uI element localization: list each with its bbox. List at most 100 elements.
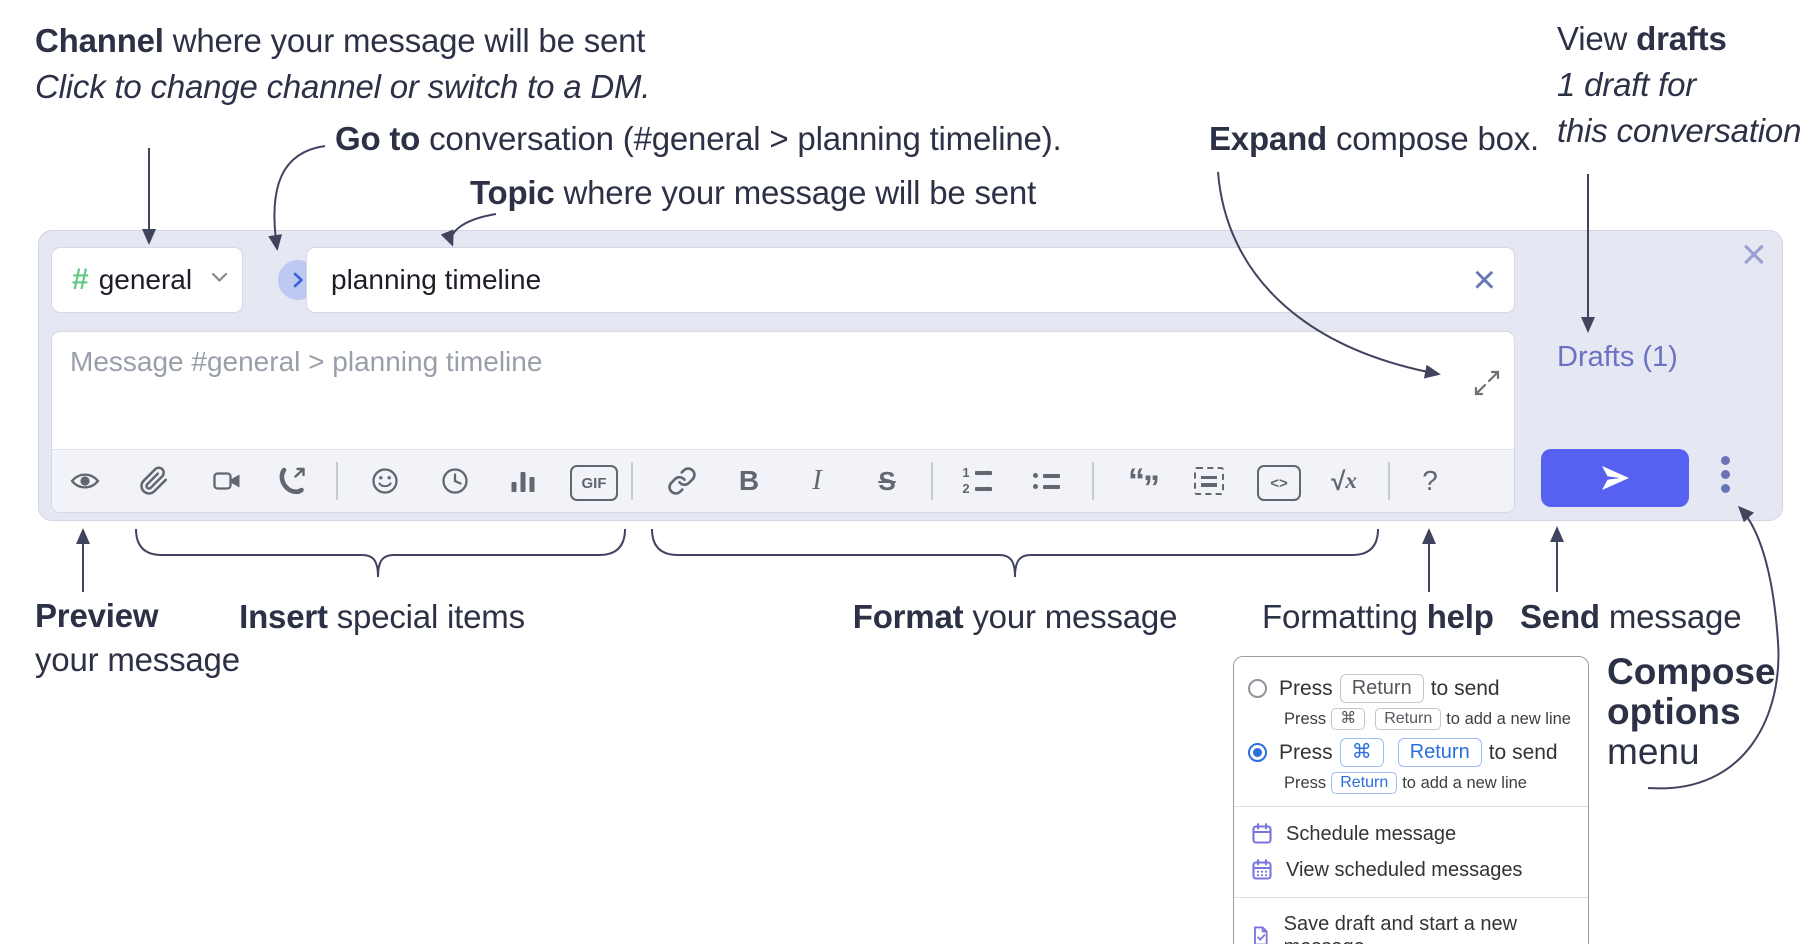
menu-item-label: Schedule message [1286, 822, 1457, 845]
annotation-insert-keyword: Insert [239, 598, 328, 635]
annotation-goto: Go to conversation (#general > planning … [335, 116, 1062, 162]
draft-check-icon [1254, 926, 1268, 944]
poll-button[interactable] [508, 466, 538, 496]
expand-compose-icon[interactable] [1472, 368, 1502, 403]
annotation-drafts-keyword: drafts [1636, 20, 1727, 57]
italic-button[interactable]: I [802, 465, 832, 496]
menu-item-label: Save draft and start a new message [1283, 913, 1518, 944]
bold-button[interactable]: B [734, 465, 764, 496]
code-icon: <> [1270, 474, 1288, 492]
smiley-icon [372, 468, 398, 494]
annotation-send: Send message [1520, 594, 1742, 640]
attach-file-button[interactable] [139, 466, 169, 496]
annotation-goto-text: conversation (#general > planning timeli… [420, 120, 1062, 157]
topic-input[interactable] [329, 263, 1469, 297]
voice-call-button[interactable] [277, 466, 307, 496]
clear-topic-icon[interactable]: × [1472, 258, 1496, 302]
send-button[interactable] [1541, 449, 1689, 507]
brace-insert [135, 528, 626, 578]
annotation-help-pre: Formatting [1262, 598, 1427, 635]
kbd-return: Return [1397, 738, 1482, 767]
kbd-return: Return [1339, 674, 1424, 703]
annotation-format-text: your message [963, 598, 1178, 635]
menu-item-view-scheduled[interactable]: View scheduled messages [1234, 852, 1588, 888]
preview-button[interactable] [70, 466, 100, 496]
annotation-drafts-line3: this conversation [1557, 112, 1802, 149]
message-textarea[interactable] [52, 332, 1460, 438]
math-icon: √ [1331, 465, 1346, 496]
send-option-cmd-return: Press ⌘ Return to send Press Return to a… [1234, 733, 1588, 797]
annotation-channel-line2: Click to change channel or switch to a D… [35, 68, 651, 105]
kbd-cmd: ⌘ [1331, 708, 1366, 730]
drafts-link[interactable]: Drafts (1) [1557, 341, 1678, 373]
menu-item-save-draft[interactable]: Save draft and start a new message [1234, 907, 1588, 944]
toolbar-divider [336, 462, 338, 500]
video-camera-icon [213, 472, 240, 490]
annotation-channel-keyword: Channel [35, 22, 164, 59]
close-compose-icon[interactable]: × [1741, 230, 1767, 279]
math-button[interactable]: √x [1331, 465, 1357, 496]
message-box: GIF B I S 1 2 “” [51, 331, 1515, 513]
annotation-channel: Channel where your message will be sent … [35, 18, 650, 110]
radio-selected[interactable] [1248, 743, 1267, 762]
annotation-expand-keyword: Expand [1209, 120, 1327, 157]
bold-icon: B [738, 465, 760, 496]
annotation-expand-text: compose box. [1327, 120, 1540, 157]
annotation-compose-options-line1: Compose [1607, 651, 1776, 692]
compose-toolbar: GIF B I S 1 2 “” [52, 449, 1514, 512]
menu-item-label: View scheduled messages [1286, 858, 1523, 881]
menu-item-schedule-message[interactable]: Schedule message [1234, 816, 1588, 852]
annotation-help-keyword: help [1426, 598, 1494, 635]
compose-box: # general × × [38, 230, 1783, 521]
paperclip-icon [140, 466, 168, 495]
video-call-button[interactable] [212, 466, 242, 496]
kbd-cmd: ⌘ [1339, 738, 1384, 767]
bulleted-list-button[interactable] [1031, 466, 1061, 496]
annotation-goto-keyword: Go to [335, 120, 421, 157]
strikethrough-icon: S [878, 465, 896, 496]
question-mark-icon: ? [1422, 465, 1438, 496]
compose-options-menu: Press Return to send Press ⌘ Return to a… [1233, 656, 1589, 944]
spoiler-button[interactable] [1194, 466, 1224, 496]
time-button[interactable] [440, 466, 470, 496]
calendar-icon [1252, 823, 1272, 844]
send-option-return: Press Return to send Press ⌘ Return to a… [1234, 669, 1588, 733]
send-icon [1602, 466, 1629, 490]
ellipsis-icon [1721, 456, 1730, 465]
phone-outgoing-icon [279, 467, 305, 495]
compose-options-menu-button[interactable] [1721, 456, 1730, 493]
quote-button[interactable]: “” [1128, 461, 1160, 507]
option-text: to send [1488, 740, 1558, 764]
option-text: Press [1279, 676, 1333, 700]
option-text: to send [1430, 676, 1500, 700]
annotation-topic: Topic where your message will be sent [470, 170, 1036, 216]
message-formatting-help-button[interactable]: ? [1415, 465, 1445, 496]
annotation-expand: Expand compose box. [1209, 116, 1539, 162]
radio-unselected[interactable] [1248, 679, 1267, 698]
link-button[interactable] [667, 466, 697, 496]
annotation-preview-keyword: Preview [35, 597, 159, 634]
chevron-down-icon [211, 271, 228, 289]
strikethrough-button[interactable]: S [872, 466, 902, 496]
annotation-preview-line2: your message [35, 641, 240, 678]
clock-icon [442, 468, 468, 494]
gif-icon: GIF [581, 474, 607, 492]
annotation-insert: Insert special items [239, 594, 525, 640]
toolbar-divider [1092, 462, 1094, 500]
annotation-channel-text: where your message will be sent [163, 22, 646, 59]
channel-selector[interactable]: # general [51, 247, 243, 313]
gif-button[interactable]: GIF [570, 465, 618, 501]
kbd-return: Return [1331, 772, 1398, 794]
eye-icon [70, 473, 100, 489]
annotation-topic-text: where your message will be sent [554, 174, 1037, 211]
annotation-compose-options-line2: options [1607, 691, 1741, 732]
topic-input-box: × [306, 247, 1515, 313]
annotation-format: Format your message [853, 594, 1178, 640]
calendar-dots-icon [1252, 859, 1272, 880]
ol-icon: 1 [962, 465, 970, 480]
option-text: Press [1279, 740, 1333, 764]
code-button[interactable]: <> [1257, 465, 1301, 501]
numbered-list-button[interactable]: 1 2 [962, 466, 992, 496]
emoji-button[interactable] [370, 466, 400, 496]
